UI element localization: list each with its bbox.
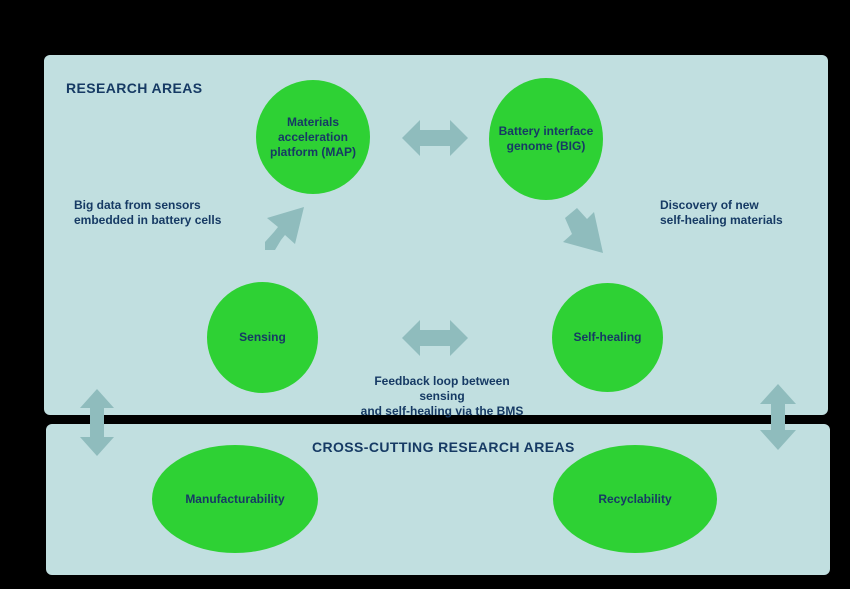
discovery-note: Discovery of new self-healing materials xyxy=(660,198,783,227)
sensing-to-map-arrow xyxy=(265,207,304,250)
recyclability-node: Recyclability xyxy=(553,445,717,553)
left-vertical-double-arrow xyxy=(80,389,114,456)
research-areas-panel xyxy=(44,55,828,415)
self-healing-node: Self-healing xyxy=(552,283,663,392)
map-big-double-arrow xyxy=(402,120,468,156)
big-data-note: Big data from sensors embedded in batter… xyxy=(74,198,222,227)
sensing-node: Sensing xyxy=(207,282,318,393)
big-to-selfhealing-arrow xyxy=(563,208,603,253)
sensing-selfhealing-double-arrow xyxy=(402,320,468,356)
map-node: Materials acceleration platform (MAP) xyxy=(256,80,370,194)
feedback-loop-note: Feedback loop between sensing and self-h… xyxy=(360,374,524,418)
manufacturability-node: Manufacturability xyxy=(152,445,318,553)
big-node: Battery interface genome (BIG) xyxy=(489,78,603,200)
right-vertical-double-arrow xyxy=(760,384,796,450)
cross-cutting-heading: CROSS-CUTTING RESEARCH AREAS xyxy=(312,439,575,455)
research-areas-heading: RESEARCH AREAS xyxy=(66,80,203,96)
